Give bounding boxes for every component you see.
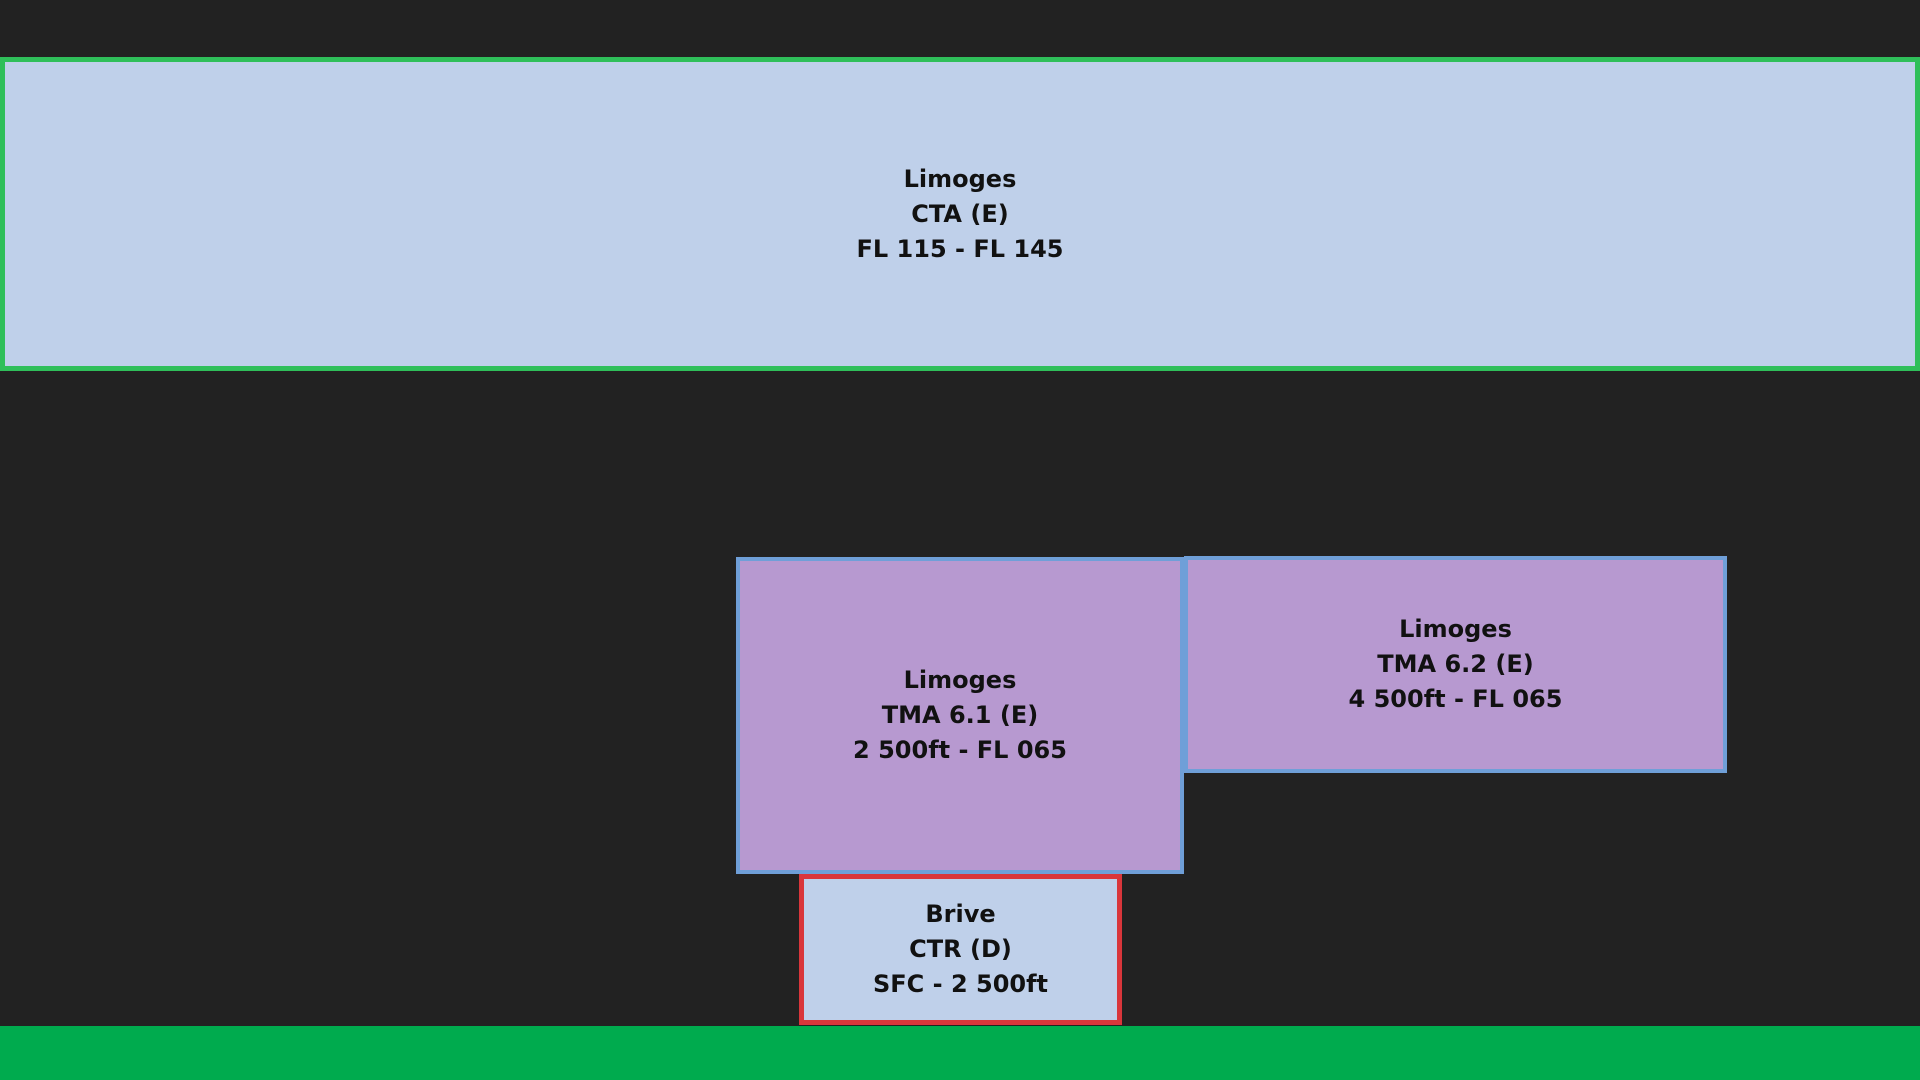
airspace-zone-limoges-cta: Limoges CTA (E) FL 115 - FL 145: [0, 57, 1920, 371]
zone-limits: SFC - 2 500ft: [872, 970, 1049, 998]
zone-limits: 2 500ft - FL 065: [853, 736, 1067, 764]
airspace-zone-brive-ctr: Brive CTR (D) SFC - 2 500ft: [799, 874, 1122, 1025]
zone-class: TMA 6.1 (E): [881, 701, 1039, 729]
zone-name: Brive: [925, 900, 996, 928]
zone-limits: 4 500ft - FL 065: [1348, 685, 1563, 713]
zone-name: Limoges: [903, 164, 1017, 193]
airspace-zone-limoges-tma-6-1: Limoges TMA 6.1 (E) 2 500ft - FL 065: [736, 557, 1184, 874]
zone-class: CTR (D): [909, 935, 1012, 963]
zone-name: Limoges: [1399, 615, 1512, 643]
zone-class: CTA (E): [911, 199, 1009, 228]
zone-class: TMA 6.2 (E): [1377, 650, 1534, 678]
zone-limits: FL 115 - FL 145: [856, 234, 1064, 263]
ground-strip: [0, 1026, 1920, 1080]
zone-name: Limoges: [903, 666, 1017, 694]
airspace-zone-limoges-tma-6-2: Limoges TMA 6.2 (E) 4 500ft - FL 065: [1184, 556, 1727, 773]
